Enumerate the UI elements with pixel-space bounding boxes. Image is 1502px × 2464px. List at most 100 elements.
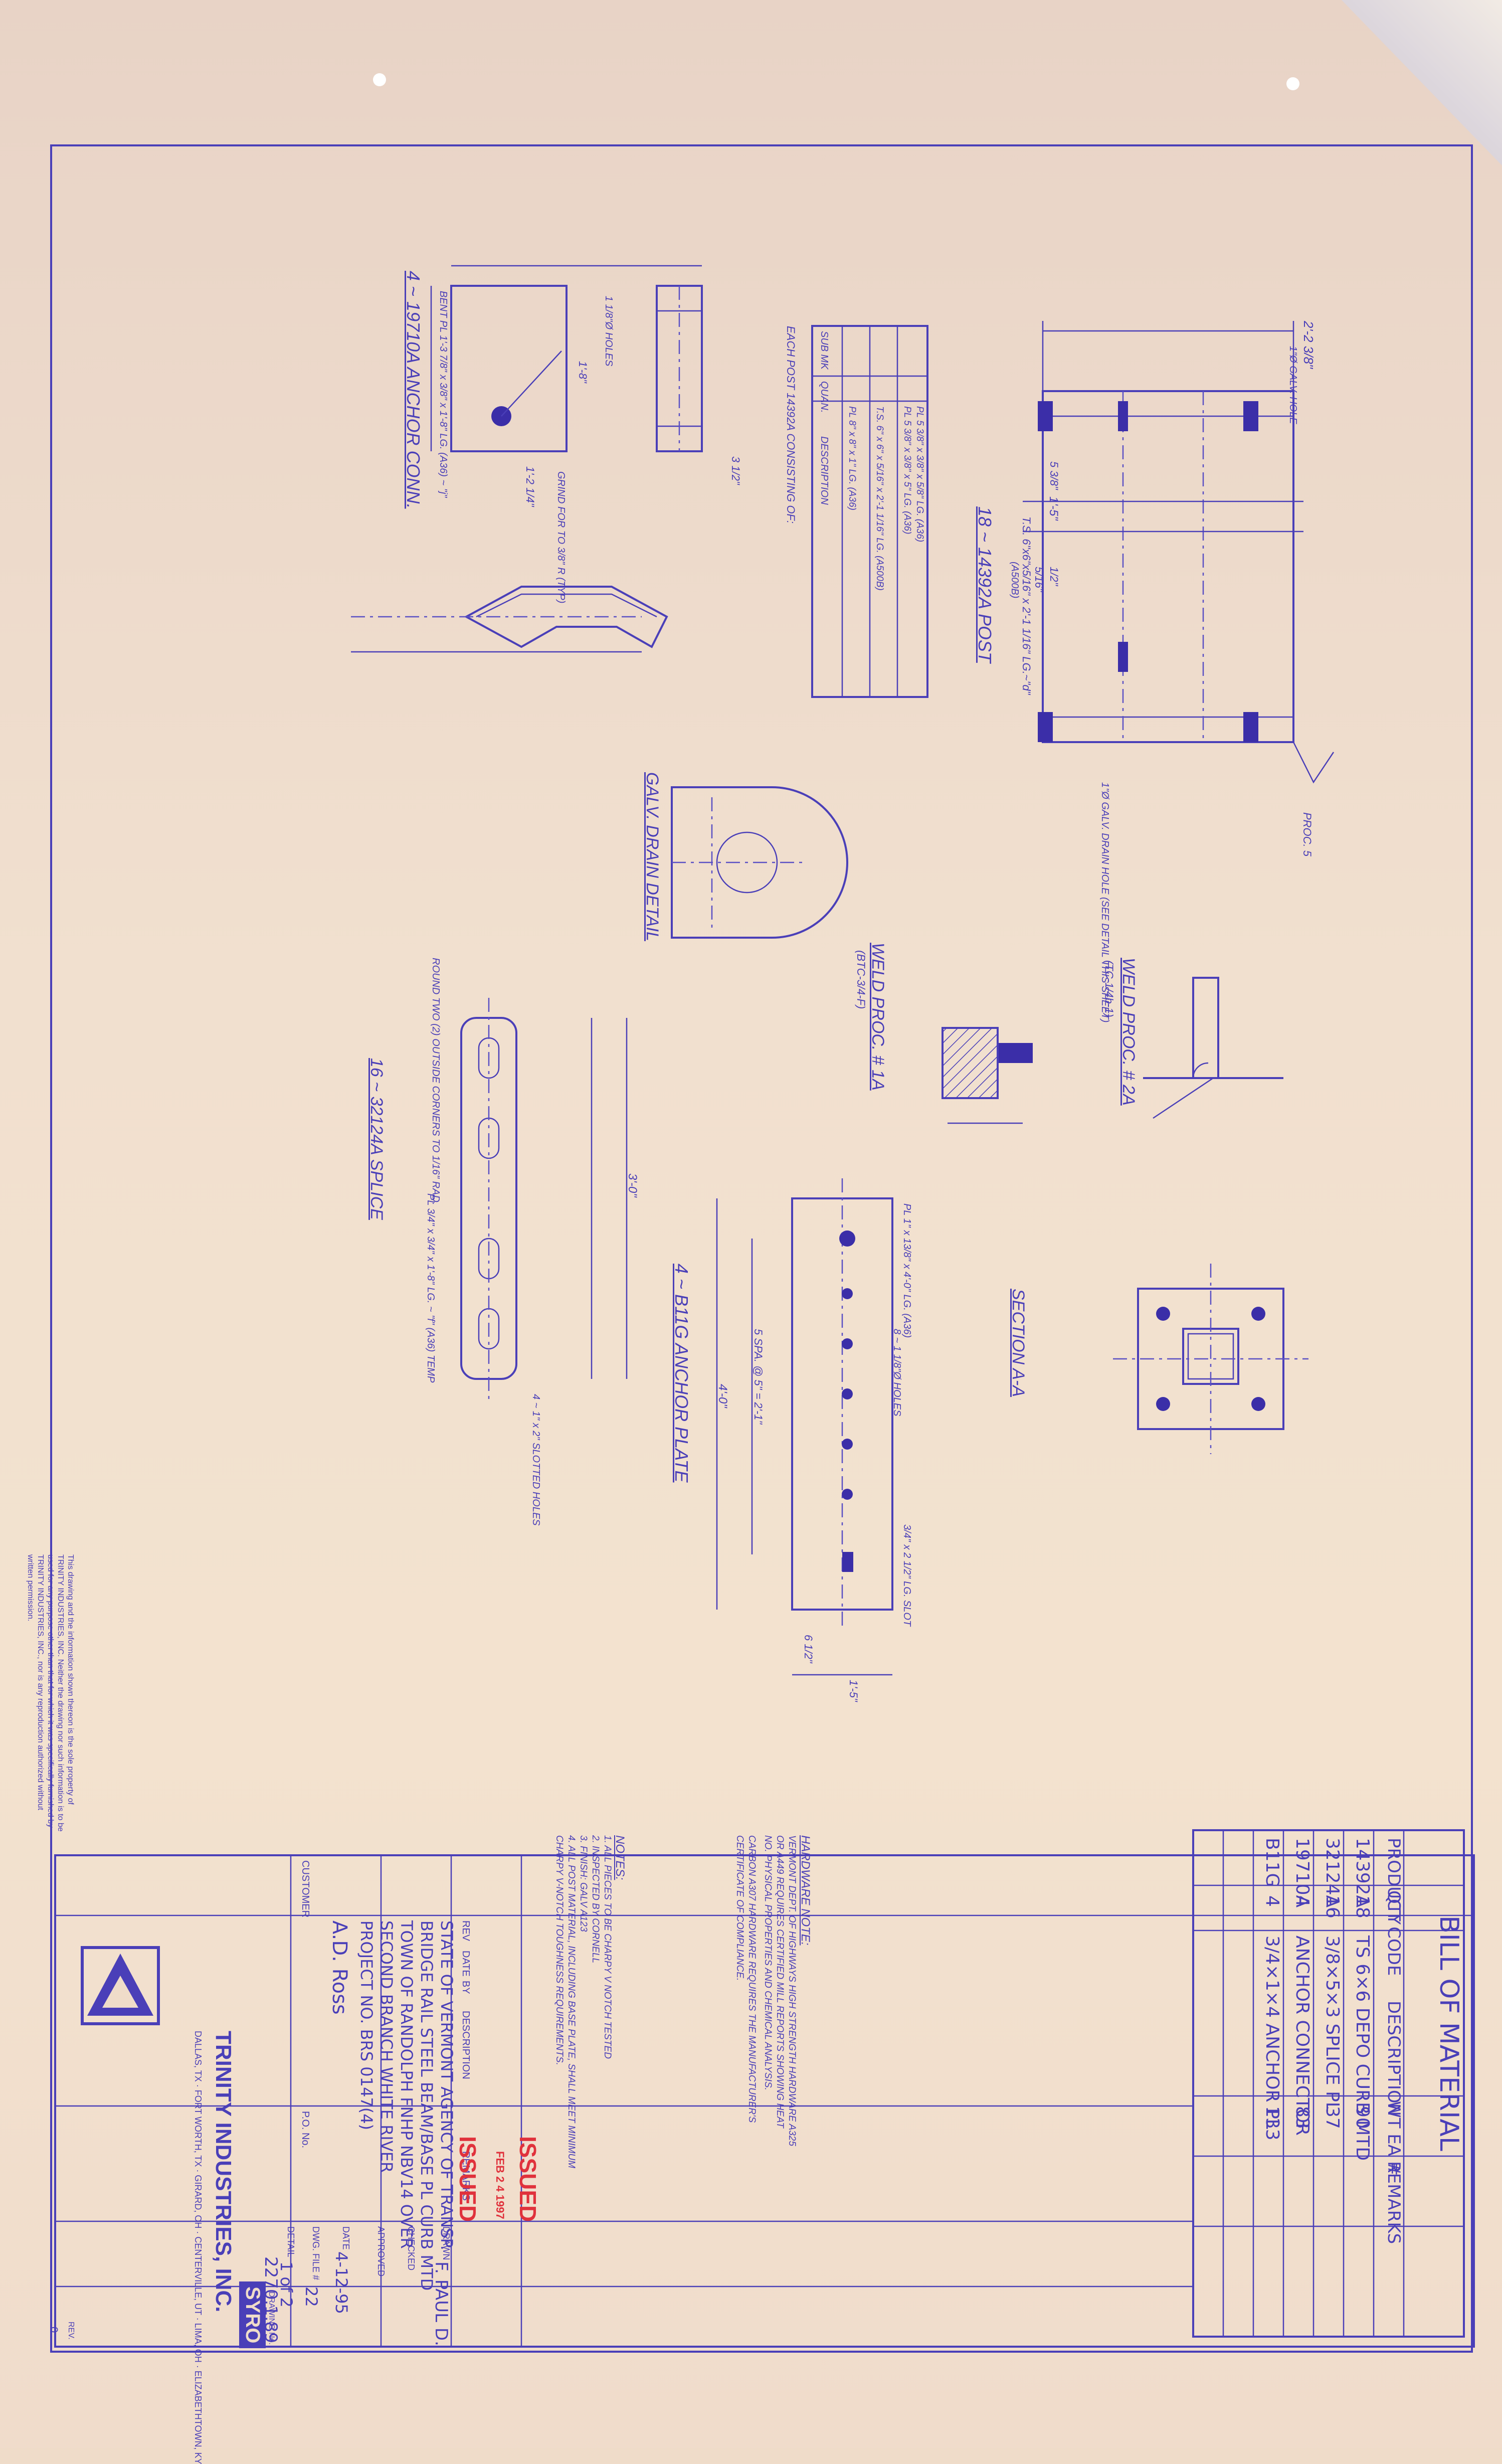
post-view [1023,321,1335,784]
dwg-file-value: 22 [302,2286,321,2307]
dwg-file-label: DWG. FILE # [311,2226,321,2280]
bom-row-qty: 18 [1352,1895,1373,1918]
hardware-note-line: OR A449 REQUIRES CERTIFIED MILL REPORTS … [775,1835,785,2128]
punch-hole [373,73,386,86]
bom-title: BILL OF MATERIAL [1434,1915,1464,2151]
punch-hole [1286,77,1299,90]
dim-conn-bent: BENT PL 1'-3 7/8" x 3/8" x 1'-8" LG. (A3… [438,291,449,498]
post-table-row: PL 8" x 8" x 1" LG. (A36) [847,406,857,510]
bom-row-qty: 16 [1322,1895,1343,1918]
checked-label: CHECKED [406,2226,416,2271]
bom-header-description: DESCRIPTION [1384,2001,1404,2117]
date-value: 4-12-95 [332,2251,351,2314]
post-table-row: PL 5 3/8" x 3/8" x 5/8" LG. (A36) [914,406,925,543]
dim-splice-plate: PL 3/4" x 3/4" x 1'-8" LG. ~ "f" (A36) T… [425,1193,436,1383]
job-line: STATE OF VERMONT AGENCY OF TRANSP. [437,1920,456,2250]
general-note-line: CHARPY V-NOTCH TOUGHNESS REQUIREMENTS. [554,1835,565,2065]
dim-anchor-spacing: 5 SPA. @ 5" = 2'-1" [752,1329,765,1425]
splice-title: 16 ~ 32124A SPLICE [367,1058,386,1220]
bom-row-description: 3/8×5×3 SPLICE PL [1322,1935,1343,2112]
bom-table [1192,1829,1465,2338]
customer-value: A.D. Ross [328,1920,351,2015]
rev-by-label: BY [460,1981,471,1994]
weld-1a-view [942,1027,1033,1124]
hardware-note-title: HARDWARE NOTE: [799,1835,812,1946]
job-line: BRIDGE RAIL STEEL BEAM/BASE PL CURB MTD [417,1920,436,2291]
date-label: DATE [341,2226,351,2250]
drawn-label: DRAWN [441,2226,451,2260]
rev-date-label: DATE [460,1951,471,1977]
rev-desc-label: DESCRIPTION [460,2011,471,2079]
drain-title: GALV. DRAIN DETAIL [643,772,662,941]
dim-anchor-edge: 6 1/2" [802,1635,815,1663]
dim-anchor-pl: PL 1" x 13/8" x 4'-0" LG. (A36) [901,1203,912,1338]
bom-header-remarks: REMARKS [1384,2161,1404,2244]
dim-post-hole: 1"Ø GALV. HOLE [1287,346,1298,424]
detail-label: DETAIL [286,2226,296,2257]
post-table-header: DESCRIPTION [819,436,830,505]
bom-row-weight: 37 [1322,2106,1343,2129]
general-note-line: 1. ALL PIECES TO BE CHARPY V NOTCH TESTE… [602,1835,613,2059]
dim-anchor-w: 1'-5" [847,1680,860,1702]
job-line: SECOND BRANCH WHITE RIVER [377,1920,396,2173]
bom-row-weight: 83 [1292,2106,1312,2129]
post-consist-label: EACH POST 14392A CONSISTING OF: [785,326,797,524]
general-notes-title: NOTES: [613,1835,627,1880]
dim-conn-r: 3 1/2" [729,456,742,485]
anchor-connector-view [351,265,703,653]
post-table-header: SUB MK [819,331,830,370]
dim-post-b: 1/2" [1048,567,1060,586]
weld-1a-title: WELD PROC. # 1A [868,943,887,1091]
bom-row-qty: 4 [1292,1895,1312,1907]
weld-1a-ref: (BTC-3/4-F) [855,950,867,1009]
dim-conn-len: 1'-2 1/4" [524,466,536,507]
drawing-no-value: 2270.1.89 [261,2256,281,2344]
dim-ts-spec: T.S. 6"x6"x5/16" x 2'-1 1/16" LG.~"d" [1020,516,1033,695]
rev-label: REV [460,1920,471,1942]
bom-row-description: 3/4×1×4 ANCHOR PL [1262,1935,1282,2129]
job-line: TOWN OF RANDOLPH FNHP NBV14 OVER [397,1920,416,2249]
splice-view [460,998,628,1399]
bom-header-qty: QTY [1384,1890,1404,1925]
general-note-line: 4. ALL POST MATERIAL, INCLUDING BASE PLA… [566,1835,577,2169]
dim-post-overall: 2'-2 3/8" [1301,321,1316,369]
disclaimer: This drawing and the information shown t… [26,1554,75,1832]
weld-2a-view [1143,977,1283,1119]
hardware-note-line: CERTIFICATE OF COMPLIANCE. [734,1835,745,1981]
section-title: SECTION A-A [1009,1289,1028,1397]
weld-2a-title: WELD PROC. # 2A [1119,958,1138,1106]
section-aa-view [1113,1264,1308,1454]
hardware-note-line: VERMONT DEPT. OF HIGHWAYS HIGH STRENGTH … [787,1835,797,2147]
drawn-value: F. PAUL D. [431,2261,451,2346]
anchor-plate-title: 4 ~ B11G ANCHOR PLATE [671,1264,692,1483]
issued-stamp: ISSUED [455,2136,481,2222]
po-label: P.O. No. [300,2111,311,2149]
dim-drain-note: 1"Ø GALV. DRAIN HOLE (SEE DETAIL THIS SH… [1099,782,1110,1023]
job-line: PROJECT NO. BRS 0147(4) [357,1920,376,2131]
dim-anchor-holes: 8 ~ 1 1/8"Ø HOLES [891,1329,902,1417]
dim-splice-slots: 4 ~ 1" x 2" SLOTTED HOLES [530,1394,541,1526]
issued-stamp: ISSUED [515,2136,541,2222]
dim-post-len: 1'-5" [1047,496,1060,520]
dim-post-a: 5 3/8" [1048,461,1060,490]
dim-conn-holes: 1 1/8"Ø HOLES [603,296,614,367]
sheet-border [50,144,1473,2353]
dim-conn-grind: GRIND FOR TO 3/8" R (TYP) [555,471,567,604]
general-note-line: 2. INSPECTED BY CORNELL [590,1835,601,1964]
rev-no-value: 0 [48,2327,60,2333]
post-title: 18 ~ 14392A POST [975,506,995,663]
post-table-row: PL 5 3/8" x 3/8" x 5" LG. (A36) [902,406,912,535]
general-note-line: 3. FINISH: GALV A123 [578,1835,589,1932]
dim-splice-total: 3'-0" [626,1173,639,1197]
dim-conn-w: 1'-8" [577,361,589,383]
drain-detail-view [671,786,848,939]
anchor-conn-title: 4 ~ 19710A ANCHOR CONN. [403,271,424,509]
trinity-logo [80,1946,231,2026]
bom-row-qty: 4 [1262,1895,1282,1907]
customer-label: CUSTOMER [300,1860,311,1918]
dim-splice-corners: ROUND TWO (2) OUTSIDE CORNERS TO 1/16" R… [430,958,441,1205]
bom-row-weight: 90 [1352,2106,1373,2129]
anchor-plate-view [716,1178,893,1676]
dim-ts-grade: (A500B) [1009,562,1020,599]
